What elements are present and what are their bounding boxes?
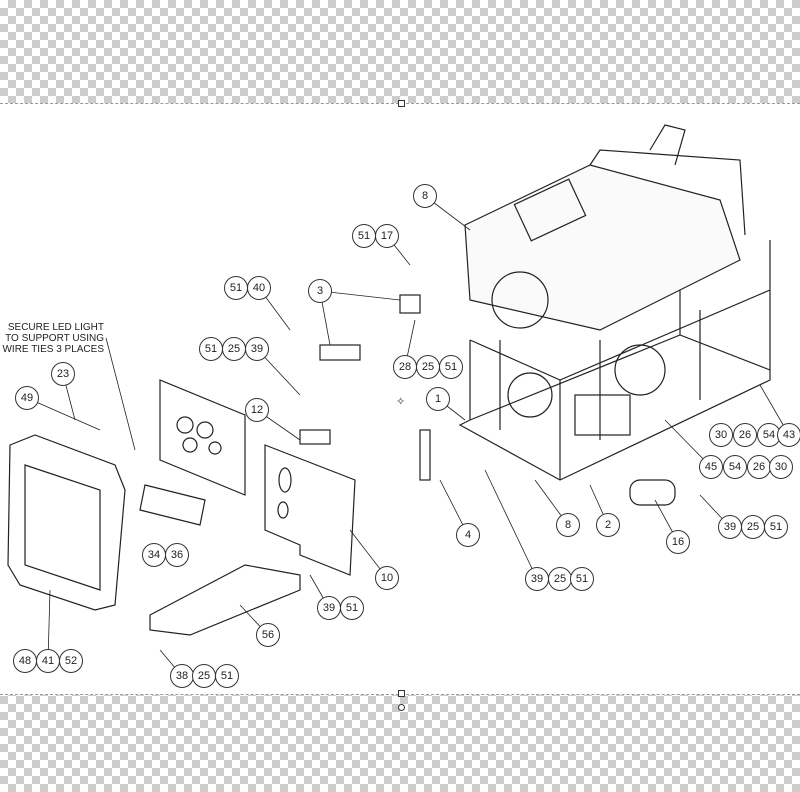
led-grille bbox=[139, 484, 206, 526]
callout-balloon[interactable]: 25 bbox=[222, 337, 246, 361]
callout-balloon[interactable]: 51 bbox=[352, 224, 376, 248]
resize-handle-bottom[interactable] bbox=[398, 690, 405, 697]
callout-balloon[interactable]: 26 bbox=[747, 455, 771, 479]
callout-balloon[interactable]: 25 bbox=[741, 515, 765, 539]
valve-assembly bbox=[299, 294, 676, 506]
callout-balloon[interactable]: 51 bbox=[764, 515, 788, 539]
callout-balloon[interactable]: 39 bbox=[718, 515, 742, 539]
leader-line bbox=[484, 469, 538, 580]
callout-balloon[interactable]: 26 bbox=[733, 423, 757, 447]
crosshair-pivot-icon[interactable]: ✧ bbox=[396, 396, 406, 408]
cover-56 bbox=[149, 564, 301, 636]
callout-balloon[interactable]: 52 bbox=[59, 649, 83, 673]
mounting-plate bbox=[264, 444, 356, 576]
callout-balloon[interactable]: 51 bbox=[199, 337, 223, 361]
callout-balloon[interactable]: 51 bbox=[215, 664, 239, 688]
callout-balloon[interactable]: 48 bbox=[13, 649, 37, 673]
callout-balloon[interactable]: 25 bbox=[548, 567, 572, 591]
callout-balloon[interactable]: 16 bbox=[666, 530, 690, 554]
callout-balloon[interactable]: 51 bbox=[570, 567, 594, 591]
callout-balloon[interactable]: 2 bbox=[596, 513, 620, 537]
callout-balloon[interactable]: 17 bbox=[375, 224, 399, 248]
note-line: WIRE TIES 3 PLACES bbox=[2, 344, 104, 355]
callout-balloon[interactable]: 25 bbox=[416, 355, 440, 379]
callout-balloon[interactable]: 51 bbox=[439, 355, 463, 379]
rotate-handle[interactable] bbox=[398, 704, 405, 711]
assembly-note: SECURE LED LIGHT TO SUPPORT USING WIRE T… bbox=[0, 322, 104, 355]
callout-balloon[interactable]: 8 bbox=[413, 184, 437, 208]
leader-line bbox=[26, 397, 101, 431]
callout-balloon[interactable]: 45 bbox=[699, 455, 723, 479]
callout-balloon[interactable]: 56 bbox=[256, 623, 280, 647]
callout-balloon[interactable]: 38 bbox=[170, 664, 194, 688]
leader-line bbox=[319, 290, 401, 301]
leader-line bbox=[105, 337, 136, 451]
control-panel bbox=[159, 379, 246, 496]
note-line: TO SUPPORT USING bbox=[5, 333, 104, 344]
callout-balloon[interactable]: 23 bbox=[51, 362, 75, 386]
callout-balloon[interactable]: 41 bbox=[36, 649, 60, 673]
callout-balloon[interactable]: 43 bbox=[777, 423, 800, 447]
callout-balloon[interactable]: 51 bbox=[224, 276, 248, 300]
callout-balloon[interactable]: 39 bbox=[525, 567, 549, 591]
led-light-bezel bbox=[7, 434, 126, 611]
callout-balloon[interactable]: 3 bbox=[308, 279, 332, 303]
callout-balloon[interactable]: 30 bbox=[709, 423, 733, 447]
callout-balloon[interactable]: 8 bbox=[556, 513, 580, 537]
callout-balloon[interactable]: 36 bbox=[165, 543, 189, 567]
note-line: SECURE LED LIGHT bbox=[7, 322, 104, 333]
callout-balloon[interactable]: 4 bbox=[456, 523, 480, 547]
callout-balloon[interactable]: 51 bbox=[340, 596, 364, 620]
callout-balloon[interactable]: 34 bbox=[142, 543, 166, 567]
callout-balloon[interactable]: 10 bbox=[375, 566, 399, 590]
callout-balloon[interactable]: 39 bbox=[245, 337, 269, 361]
callout-balloon[interactable]: 39 bbox=[317, 596, 341, 620]
callout-balloon[interactable]: 28 bbox=[393, 355, 417, 379]
resize-handle-top[interactable] bbox=[398, 100, 405, 107]
callout-balloon[interactable]: 30 bbox=[769, 455, 793, 479]
callout-balloon[interactable]: 54 bbox=[723, 455, 747, 479]
callout-balloon[interactable]: 40 bbox=[247, 276, 271, 300]
generator-assembly bbox=[458, 124, 771, 481]
callout-balloon[interactable]: 25 bbox=[192, 664, 216, 688]
callout-balloon[interactable]: 1 bbox=[426, 387, 450, 411]
callout-balloon[interactable]: 12 bbox=[245, 398, 269, 422]
callout-balloon[interactable]: 49 bbox=[15, 386, 39, 410]
